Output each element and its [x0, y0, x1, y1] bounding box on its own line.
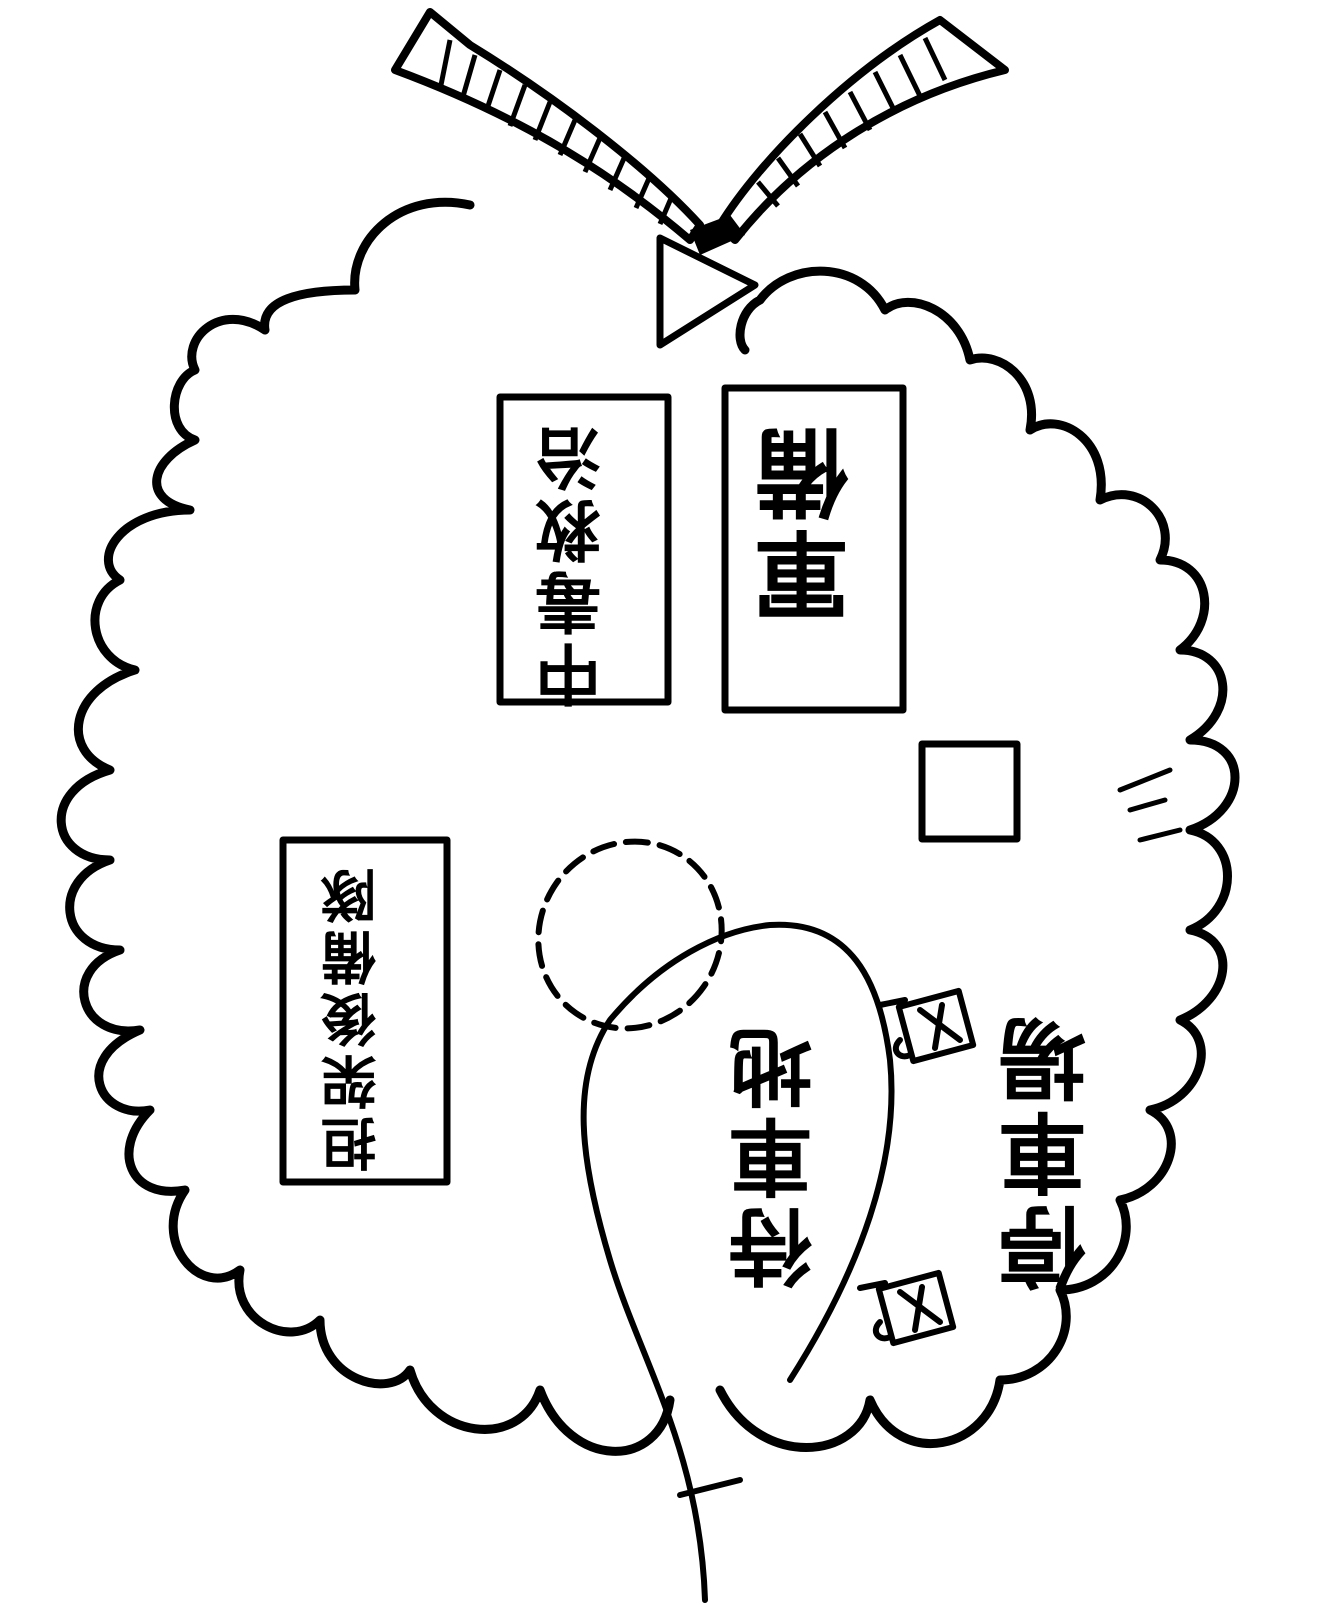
stretcher-box-label: 担架後備隊: [320, 862, 386, 1172]
stretcher-box: [279, 836, 451, 1186]
road-cross-mark: [677, 1477, 743, 1498]
parking-label: 停車場: [997, 1010, 1101, 1292]
reserve-box-label: 軍備: [753, 420, 866, 624]
scribble-mark: [1117, 767, 1183, 843]
dashed-oval-area: [535, 838, 725, 1032]
poison-box: [496, 393, 672, 706]
flag-triangle-icon: [656, 234, 759, 349]
ambulance-icon: [857, 1269, 957, 1347]
reserve-box: [721, 384, 907, 714]
entrance-arrow-icon: [391, 8, 1009, 255]
cloud-boundary-outline: [56, 197, 1240, 1456]
approach-road-line: [580, 921, 895, 1603]
poison-box-label: 中毒救治: [534, 420, 612, 708]
small-square: [918, 740, 1021, 843]
ambulance-icon: [877, 987, 977, 1065]
waiting-area-label: 待車地: [727, 1020, 826, 1290]
